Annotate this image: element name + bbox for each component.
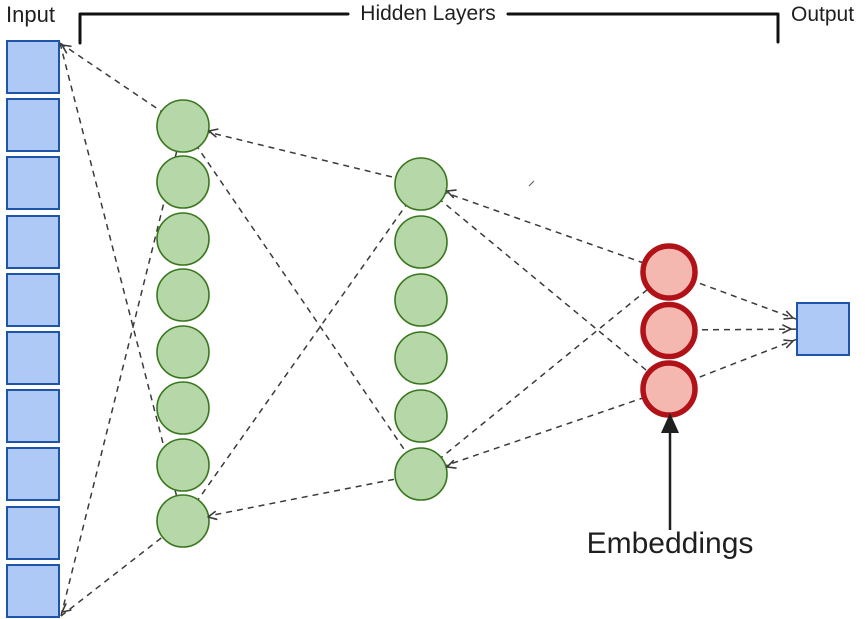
hidden1-node bbox=[156, 381, 210, 435]
edge-line bbox=[60, 125, 184, 617]
hidden1-node bbox=[156, 155, 210, 209]
edge-arrowhead bbox=[61, 603, 72, 613]
edge-arrowhead bbox=[446, 459, 457, 469]
hidden2-node bbox=[394, 215, 448, 269]
input-layer-label: Input bbox=[6, 2, 55, 27]
hidden1-node bbox=[156, 268, 210, 322]
edge-line bbox=[182, 125, 422, 475]
input-square bbox=[6, 447, 60, 501]
hidden2-node bbox=[394, 273, 448, 327]
edge-line bbox=[420, 388, 670, 475]
embeddings-arrowhead bbox=[661, 413, 679, 433]
hidden1-node bbox=[156, 99, 210, 153]
edge-arrowhead bbox=[783, 310, 794, 320]
hidden2-node bbox=[394, 157, 448, 211]
edge-arrowhead bbox=[207, 510, 218, 521]
output-layer-label: Output bbox=[791, 3, 855, 26]
embeddings-label: Embeddings bbox=[586, 527, 754, 560]
edge-line bbox=[59, 42, 184, 522]
stray-tick bbox=[528, 180, 535, 187]
hidden2-node bbox=[394, 331, 448, 385]
input-square bbox=[6, 564, 60, 618]
hidden1-node bbox=[156, 212, 210, 266]
edge-line bbox=[182, 125, 422, 185]
hidden2-node bbox=[394, 389, 448, 443]
edge-line bbox=[420, 183, 670, 390]
embedding-node bbox=[640, 360, 698, 418]
input-square bbox=[6, 40, 60, 94]
edge-line bbox=[420, 183, 670, 273]
edge-line bbox=[420, 271, 670, 475]
embedding-node bbox=[640, 301, 698, 360]
input-square bbox=[6, 506, 60, 560]
hidden1-node bbox=[156, 494, 210, 548]
input-square bbox=[6, 389, 60, 443]
edge-arrowhead bbox=[783, 339, 794, 349]
embedding-node bbox=[640, 243, 698, 301]
hidden1-node bbox=[156, 325, 210, 379]
edge-arrowhead bbox=[61, 44, 72, 54]
output-square bbox=[796, 302, 850, 356]
edge-arrowhead bbox=[208, 128, 219, 138]
input-square bbox=[6, 98, 60, 152]
hidden2-node bbox=[394, 447, 448, 501]
edge-line bbox=[182, 473, 422, 522]
input-square bbox=[6, 156, 60, 210]
hidden-layers-label: Hidden Layers bbox=[360, 2, 496, 25]
hidden1-node bbox=[156, 438, 210, 492]
input-square bbox=[6, 273, 60, 327]
edge-line bbox=[60, 520, 184, 617]
edge-arrowhead bbox=[446, 189, 457, 199]
edge-arrowhead bbox=[782, 324, 792, 334]
input-square bbox=[6, 331, 60, 385]
edge-line bbox=[182, 183, 422, 522]
input-square bbox=[6, 215, 60, 269]
hidden-layers-bracket bbox=[78, 12, 780, 45]
